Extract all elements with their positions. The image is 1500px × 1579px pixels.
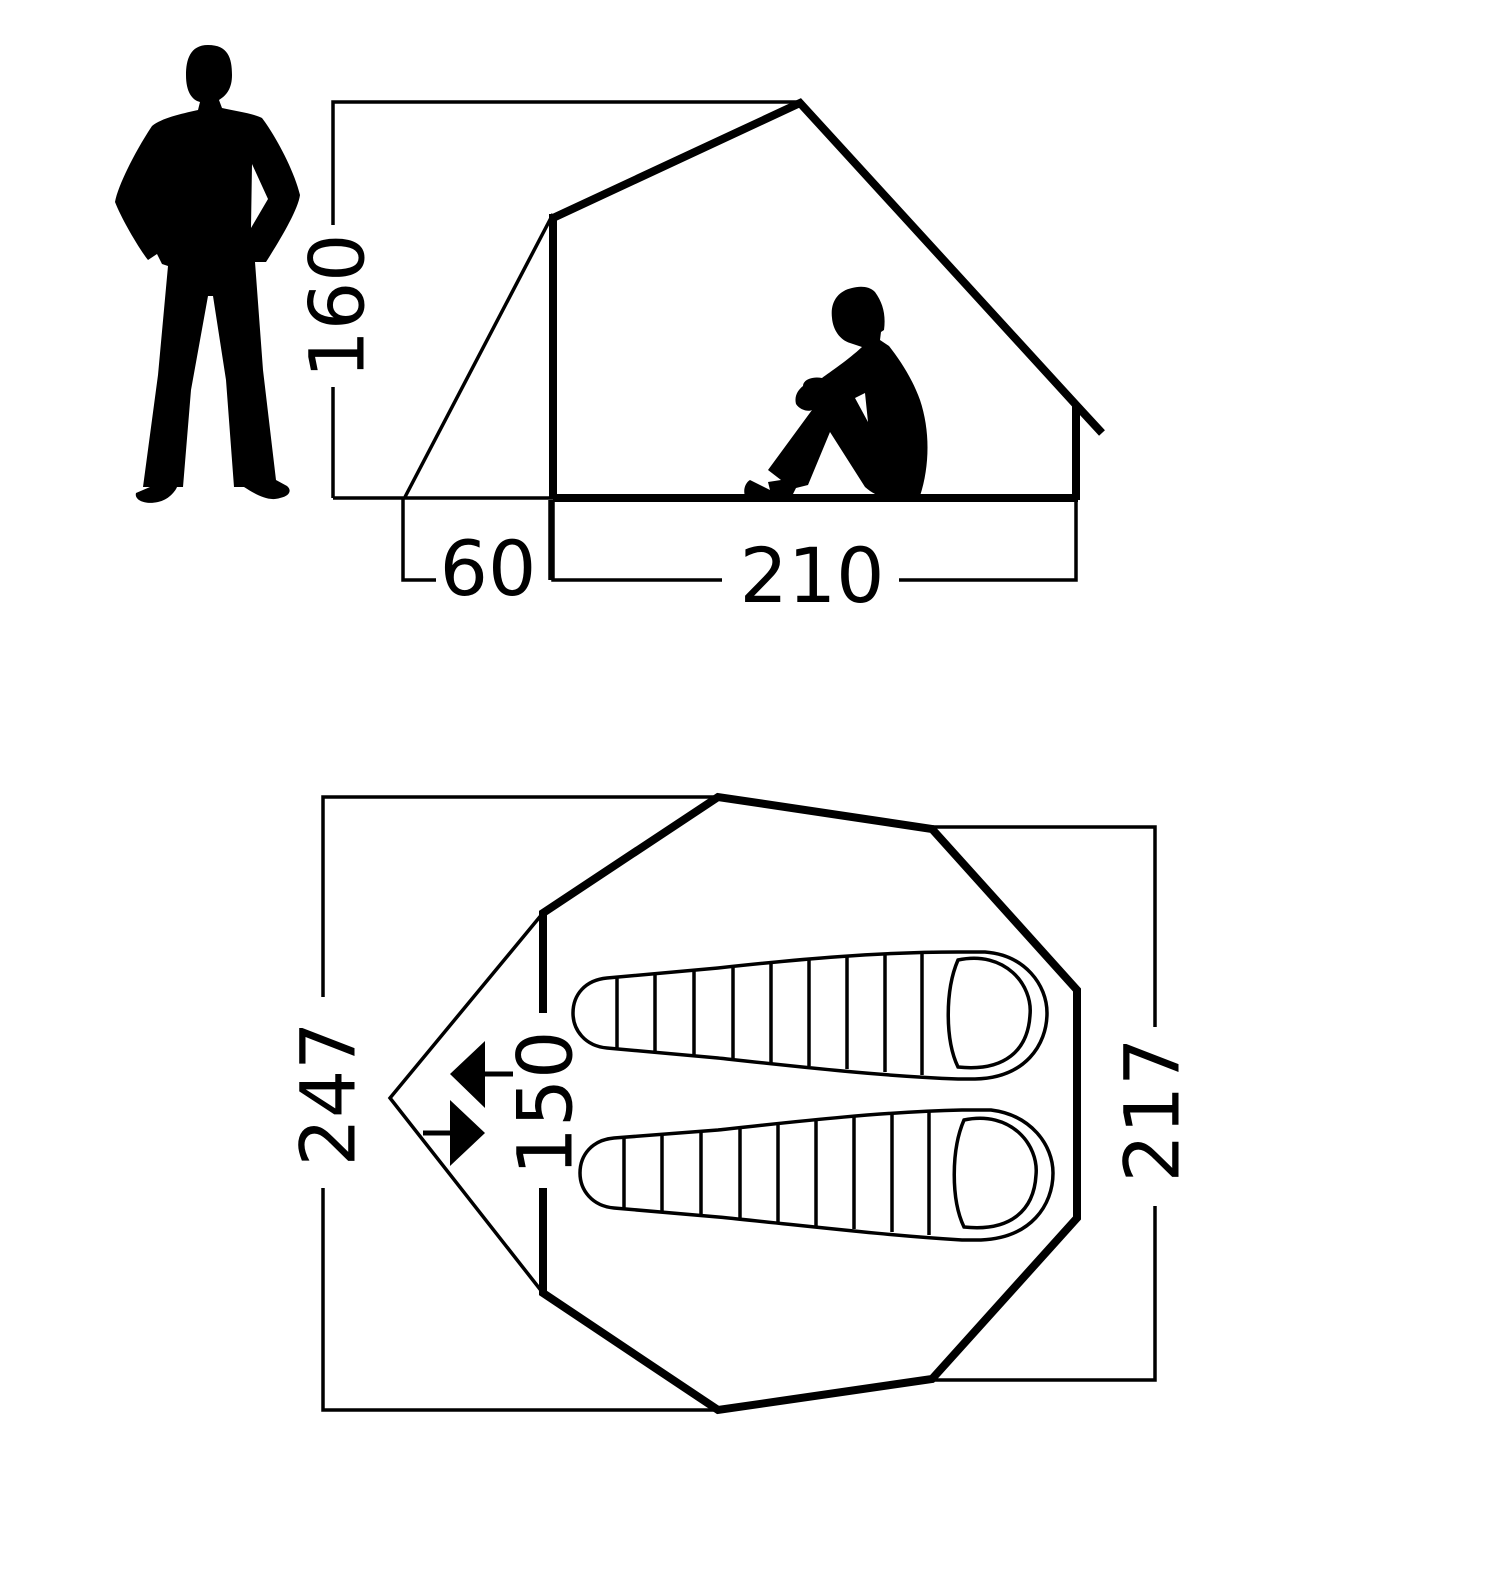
tent-top-footprint <box>539 792 1081 1415</box>
total-width-dimension-line-lower <box>321 1188 717 1412</box>
vestibule-length-label: 60 <box>440 524 537 613</box>
height-dimension-line <box>331 100 800 225</box>
tent-top-vestibule-outline <box>387 911 545 1295</box>
inner-length-dimension-line-right <box>899 500 1078 582</box>
inner-length-dimension-line-left <box>551 500 722 582</box>
total-width-label: 247 <box>284 1021 373 1166</box>
sleeping-bag-icon <box>571 950 1049 1081</box>
vestibule-length-dimension-line <box>401 498 436 582</box>
tent-side-vestibule-line <box>403 213 555 498</box>
door-arrow-icon <box>423 1041 513 1166</box>
top-view: 247 217 150 <box>284 792 1197 1415</box>
sitting-person-icon <box>744 286 928 496</box>
total-width-dimension-line-upper <box>321 795 717 997</box>
height-label: 160 <box>293 233 382 378</box>
inner-width-dimension-line-upper <box>932 825 1157 1027</box>
sleeping-bag-icon <box>578 1108 1055 1242</box>
side-view: 160 60 210 <box>115 45 1105 620</box>
vestibule-width-label: 150 <box>501 1030 590 1175</box>
inner-width-label: 217 <box>1108 1037 1197 1182</box>
inner-width-dimension-line-lower <box>932 1206 1157 1382</box>
tent-side-fly-outline <box>551 98 1105 436</box>
standing-person-icon <box>115 45 300 503</box>
inner-length-label: 210 <box>739 531 884 620</box>
